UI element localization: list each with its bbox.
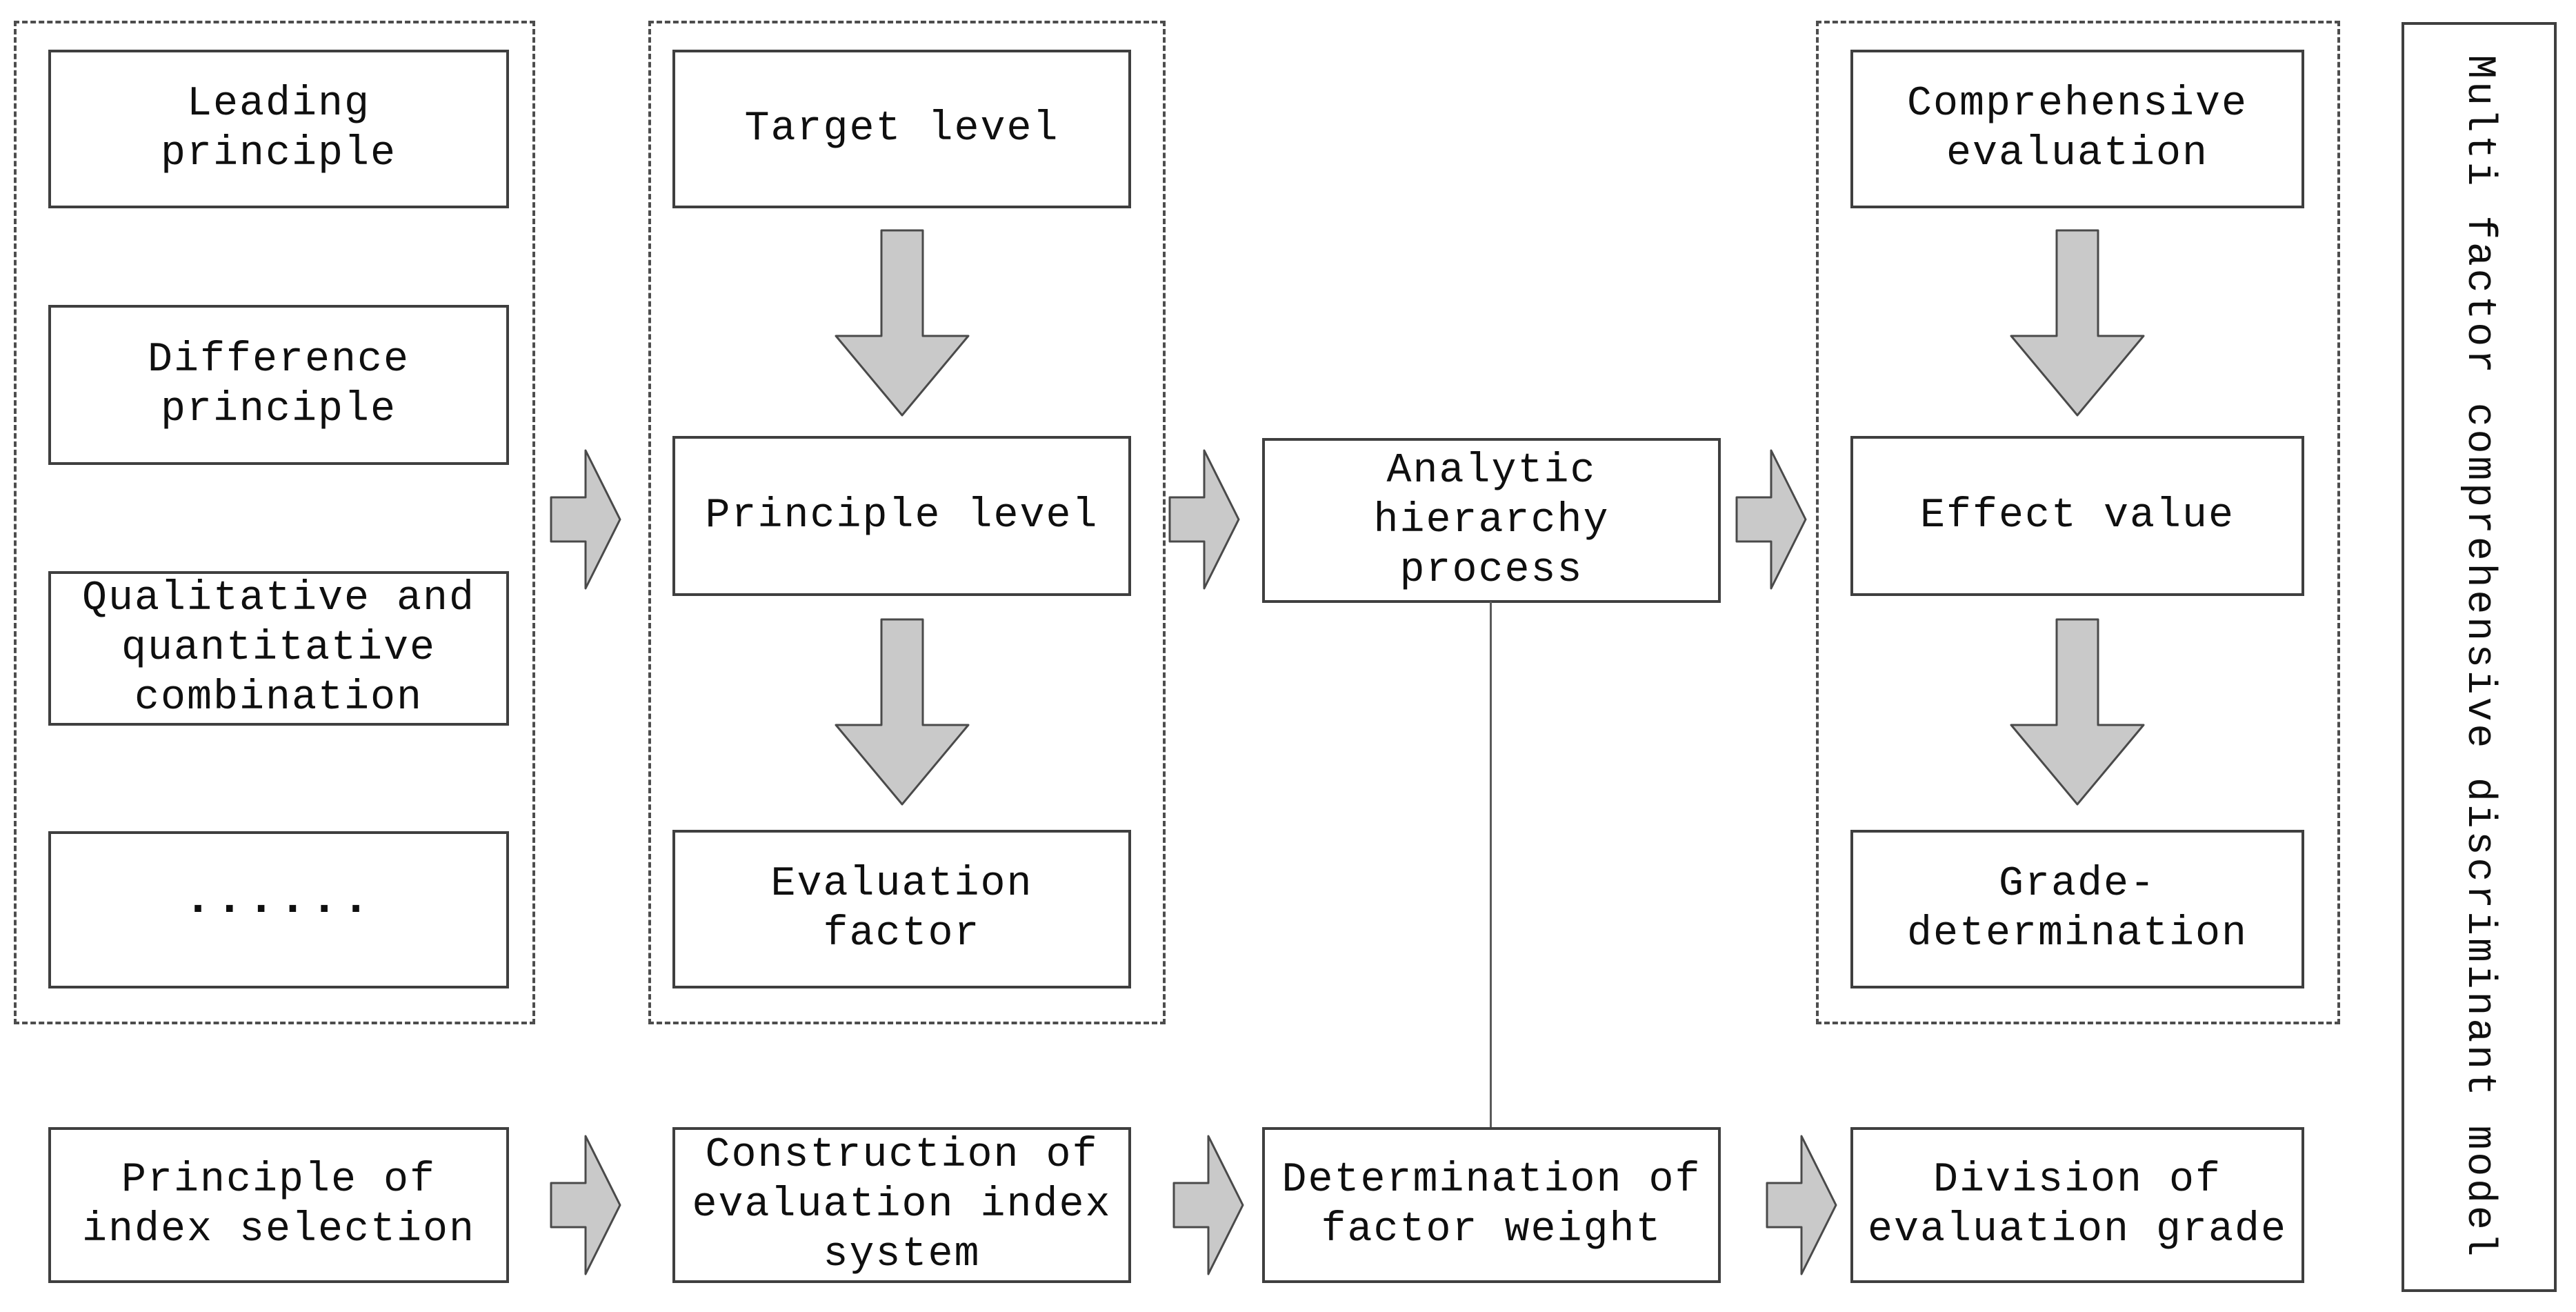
node-qualitative-quantitative: Qualitative and quantitative combination: [48, 571, 509, 726]
model-side-label: Multi factor comprehensive discriminant …: [2457, 54, 2502, 1260]
arrow-down-icon: [835, 618, 970, 806]
arrow-down-icon: [2010, 618, 2145, 806]
evaluation-panel: [1816, 21, 2340, 1024]
node-comprehensive-evaluation: Comprehensive evaluation: [1850, 50, 2304, 208]
node-effect-value: Effect value: [1850, 436, 2304, 596]
arrow-right-icon: [550, 449, 621, 590]
node-target-level: Target level: [672, 50, 1131, 208]
node-analytic-hierarchy-process: Analytic hierarchy process: [1262, 438, 1721, 603]
node-evaluation-factor: Evaluation factor: [672, 830, 1131, 988]
model-side-box: Multi factor comprehensive discriminant …: [2402, 22, 2557, 1292]
node-division-evaluation-grade: Division of evaluation grade: [1850, 1127, 2304, 1283]
node-principle-of-index-selection: Principle of index selection: [48, 1127, 509, 1283]
node-difference-principle: Difference principle: [48, 305, 509, 465]
node-principle-level: Principle level: [672, 436, 1131, 596]
node-grade-determination: Grade-determination: [1850, 830, 2304, 988]
arrow-right-icon: [550, 1135, 621, 1275]
hierarchy-panel: [648, 21, 1166, 1024]
arrow-down-icon: [835, 229, 970, 417]
node-leading-principle: Leading principle: [48, 50, 509, 208]
arrow-right-icon: [1168, 449, 1240, 590]
node-construction-evaluation-index-system: Construction of evaluation index system: [672, 1127, 1131, 1283]
arrow-right-icon: [1172, 1135, 1244, 1275]
principles-panel: [14, 21, 535, 1024]
arrow-down-icon: [2010, 229, 2145, 417]
node-determination-factor-weight: Determination of factor weight: [1262, 1127, 1721, 1283]
node-ellipsis: ······: [48, 831, 509, 988]
arrow-right-icon: [1766, 1135, 1837, 1275]
arrow-right-icon: [1735, 449, 1807, 590]
connector-line: [1490, 602, 1492, 1127]
